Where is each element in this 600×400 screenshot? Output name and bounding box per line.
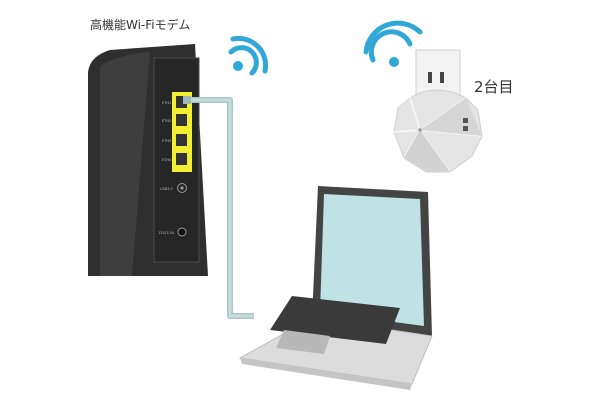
ethernet-cable (183, 96, 254, 319)
eth-port-4-label: ETH4 (162, 158, 172, 162)
second-unit-label: 2台目 (474, 78, 514, 96)
usb-port-label: USB3.0 (160, 187, 173, 191)
power-port-label: 12V/1.5A (158, 231, 175, 235)
router-icon: ETH1 ETH2 ETH3 ETH4 USB3.0 12V/1.5A (88, 44, 208, 276)
laptop-screen (320, 194, 424, 326)
usb-port (177, 183, 187, 193)
laptop-touchpad (276, 330, 330, 354)
laptop-icon (238, 186, 433, 390)
wifi-icon (363, 20, 423, 67)
eth-port-2 (176, 114, 187, 126)
eth-port-1-label: ETH1 (162, 101, 171, 105)
wifi-icon (228, 35, 269, 76)
port-highlight (172, 92, 192, 172)
eth-port-1 (176, 96, 187, 108)
eth-port-3-label: ETH3 (162, 139, 171, 143)
power-port (177, 227, 187, 237)
laptop-keyboard (270, 296, 400, 344)
eth-port-3 (176, 134, 187, 146)
eth-port-4 (176, 153, 187, 165)
modem-label: 高機能Wi-Fiモデム (90, 18, 191, 32)
extender-icon (393, 49, 483, 173)
eth-port-2-label: ETH2 (162, 119, 171, 123)
